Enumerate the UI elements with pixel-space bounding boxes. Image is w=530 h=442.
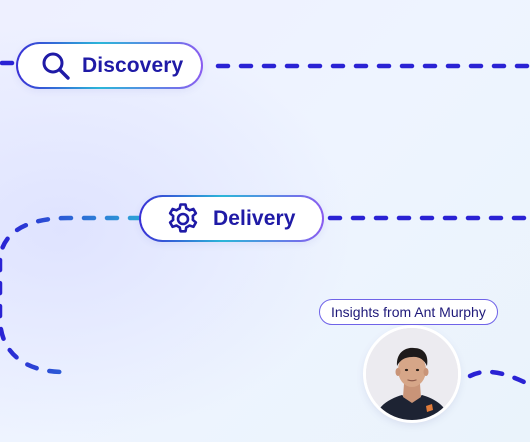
insights-badge-text: Insights from Ant Murphy	[331, 304, 486, 320]
stage-discovery: Discovery	[16, 42, 203, 89]
insights-badge: Insights from Ant Murphy	[319, 299, 498, 325]
search-icon	[40, 50, 72, 82]
stage-discovery-label: Discovery	[82, 53, 184, 77]
person-photo-icon	[366, 328, 458, 420]
path-bottom-right	[467, 369, 530, 388]
gear-icon	[165, 201, 201, 237]
stage-delivery-label: Delivery	[213, 206, 296, 230]
path-mid-left	[0, 215, 143, 375]
avatar	[366, 328, 458, 420]
stage-delivery: Delivery	[139, 195, 324, 242]
